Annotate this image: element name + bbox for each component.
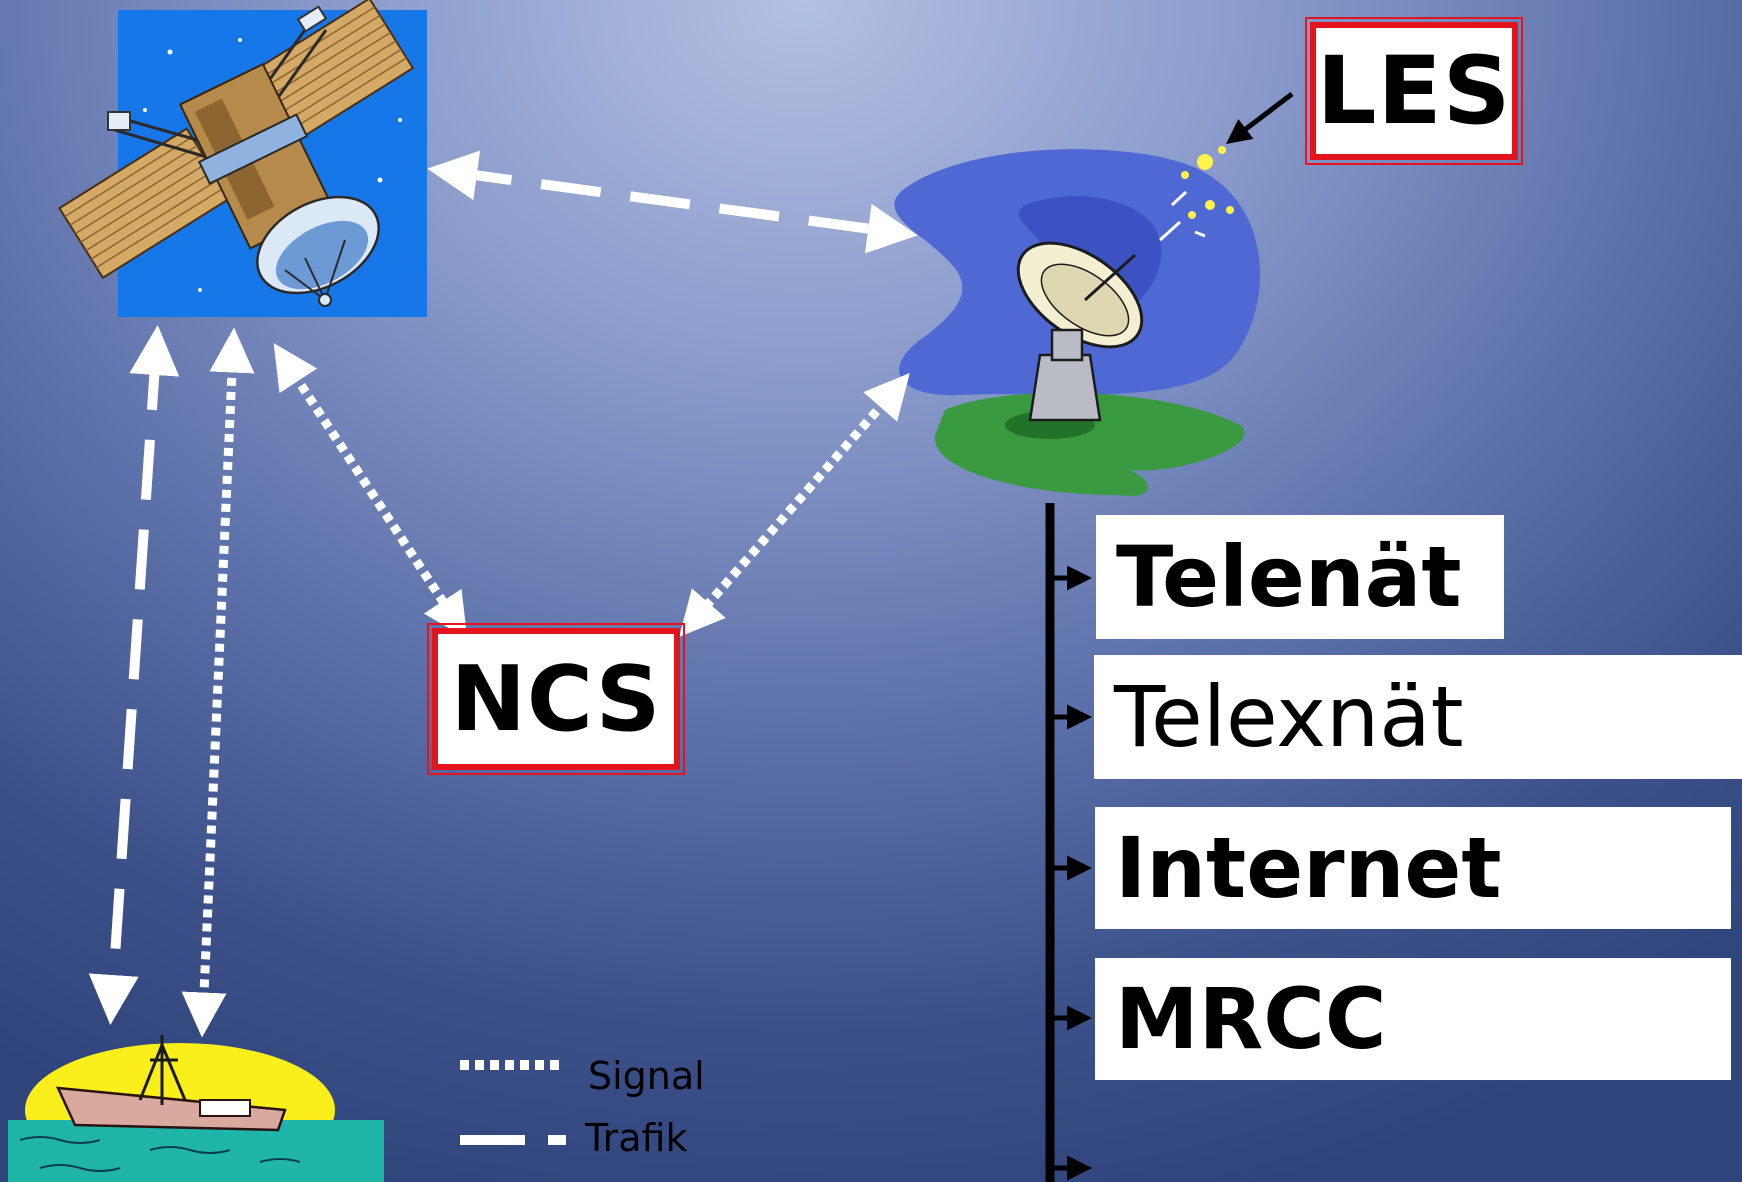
les-pointer-arrow bbox=[1226, 92, 1294, 145]
antenna-pedestal bbox=[1028, 328, 1102, 422]
legend-trafik-label: Trafik bbox=[585, 1116, 688, 1160]
sat-les-traffic-link bbox=[427, 150, 918, 254]
network-bus bbox=[1045, 503, 1092, 1182]
ncs-label: NCS bbox=[427, 623, 685, 775]
solar-panel-upper bbox=[249, 0, 415, 144]
ground-station-icon bbox=[894, 146, 1261, 496]
antenna-dish bbox=[1016, 241, 1144, 349]
network-box-internet: Internet bbox=[1095, 807, 1731, 929]
connectors bbox=[88, 150, 918, 1038]
sat-ship-traffic-link bbox=[88, 325, 180, 1025]
ship-icon bbox=[8, 1035, 384, 1182]
satellite-body bbox=[178, 62, 335, 250]
satellite-icon bbox=[58, 0, 427, 317]
network-box-mrcc: MRCC bbox=[1095, 958, 1731, 1080]
network-box-telexnat: Telexnät bbox=[1094, 655, 1742, 779]
sat-ship-signal-link bbox=[181, 327, 255, 1038]
les-ncs-signal-link bbox=[679, 373, 910, 637]
legend-signal-label: Signal bbox=[588, 1054, 705, 1098]
les-label: LES bbox=[1305, 17, 1523, 165]
antenna-signal bbox=[1181, 146, 1234, 219]
sat-ncs-signal-link bbox=[273, 343, 468, 639]
network-box-telenat: Telenät bbox=[1096, 515, 1504, 639]
